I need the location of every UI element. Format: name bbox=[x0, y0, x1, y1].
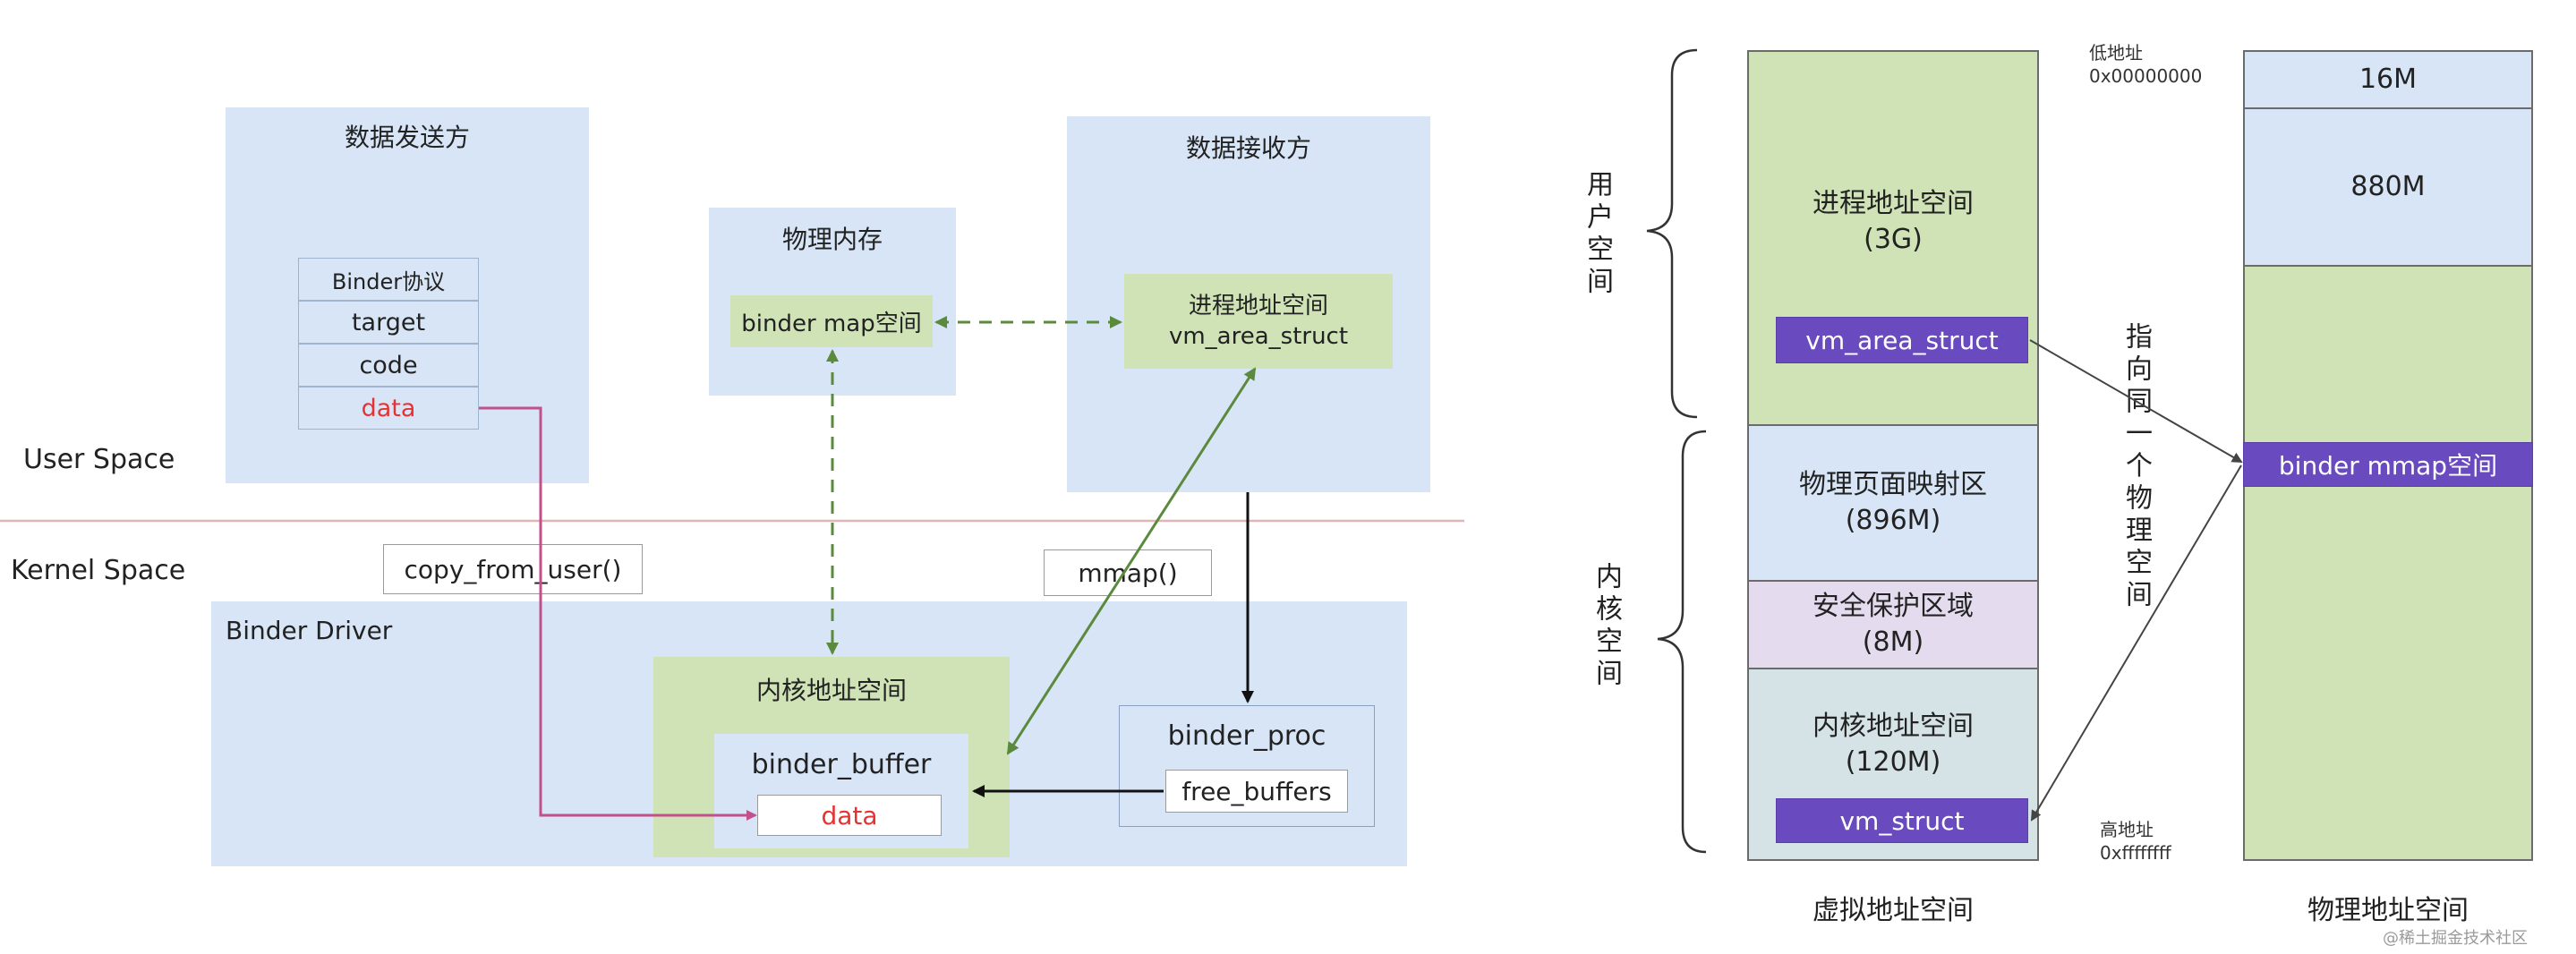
binder-driver-title: Binder Driver bbox=[226, 616, 393, 645]
vm-area-struct-box: vm_area_struct bbox=[1776, 317, 2028, 363]
physical-caption: 物理地址空间 bbox=[2307, 895, 2469, 926]
pseg-rest bbox=[2243, 265, 2533, 861]
vseg-process: 进程地址空间 (3G) bbox=[1747, 50, 2039, 426]
protocol-code: code bbox=[298, 344, 479, 387]
high-address-note: 高地址 0xffffffff bbox=[2100, 818, 2216, 868]
vseg-kernel-line2: (120M) bbox=[1845, 746, 1941, 778]
process-addr-line1: 进程地址空间 bbox=[1188, 293, 1328, 319]
binder-buffer-data: data bbox=[757, 795, 942, 836]
low-address-line1: 低地址 bbox=[2089, 42, 2143, 64]
free-buffers-box: free_buffers bbox=[1165, 770, 1348, 813]
vseg-protection-line2: (8M) bbox=[1862, 626, 1924, 658]
kernel-space-vlabel: 内核空间 bbox=[1591, 562, 1622, 691]
user-space-vlabel: 用户空间 bbox=[1582, 170, 1613, 299]
pseg-16m: 16M bbox=[2243, 50, 2533, 109]
binder-proc-label: binder_proc bbox=[1167, 720, 1326, 752]
high-address-line1: 高地址 bbox=[2100, 819, 2154, 840]
low-address-line2: 0x00000000 bbox=[2089, 65, 2203, 87]
vseg-process-line2: (3G) bbox=[1864, 224, 1923, 255]
vseg-physical-map: 物理页面映射区 (896M) bbox=[1747, 424, 2039, 582]
physical-memory-title: 物理内存 bbox=[781, 225, 883, 254]
user-space-brace bbox=[1646, 48, 1698, 419]
kernel-addr-title: 内核地址空间 bbox=[755, 676, 907, 705]
high-address-line2: 0xffffffff bbox=[2100, 842, 2171, 864]
virtual-caption: 虚拟地址空间 bbox=[1813, 895, 1974, 926]
watermark: @稀土掘金技术社区 bbox=[2383, 929, 2528, 948]
vm-struct-box: vm_struct bbox=[1776, 798, 2028, 843]
user-space-label: User Space bbox=[23, 444, 175, 475]
vseg-kernel-line1: 内核地址空间 bbox=[1813, 711, 1974, 742]
process-addr-line2: vm_area_struct bbox=[1168, 323, 1349, 350]
binder-buffer-label: binder_buffer bbox=[751, 748, 932, 780]
sender-title: 数据发送方 bbox=[344, 123, 470, 152]
vseg-protection: 安全保护区域 (8M) bbox=[1747, 580, 2039, 669]
low-address-note: 低地址 0x00000000 bbox=[2089, 41, 2223, 91]
copy-from-user-label: copy_from_user() bbox=[383, 544, 643, 594]
vseg-process-line1: 进程地址空间 bbox=[1813, 188, 1974, 219]
pointing-text: 指向同一个物理空间 bbox=[2116, 322, 2155, 635]
process-addr-box: 进程地址空间 vm_area_struct bbox=[1124, 274, 1393, 369]
protocol-header: Binder协议 bbox=[298, 258, 479, 301]
protocol-data: data bbox=[298, 387, 479, 430]
vseg-physical-map-line1: 物理页面映射区 bbox=[1799, 469, 1987, 500]
mmap-label: mmap() bbox=[1044, 549, 1212, 596]
binder-mmap-box: binder mmap空间 bbox=[2243, 442, 2533, 487]
pseg-880m: 880M bbox=[2243, 107, 2533, 267]
kernel-space-label: Kernel Space bbox=[11, 555, 186, 586]
protocol-target: target bbox=[298, 301, 479, 344]
vseg-physical-map-line2: (896M) bbox=[1845, 505, 1941, 536]
binder-map-box: binder map空间 bbox=[730, 295, 933, 347]
vseg-protection-line1: 安全保护区域 bbox=[1813, 591, 1974, 622]
kernel-space-brace bbox=[1657, 430, 1707, 854]
receiver-title: 数据接收方 bbox=[1185, 133, 1311, 163]
